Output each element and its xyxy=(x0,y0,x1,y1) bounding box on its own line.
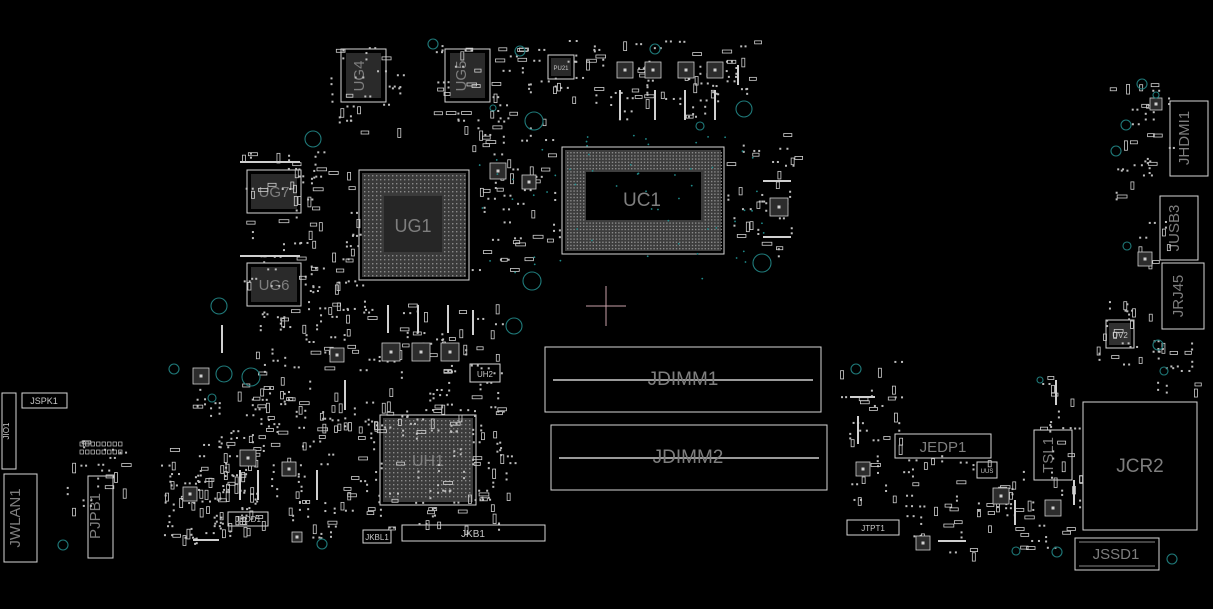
chip-uv2[interactable]: UV2 xyxy=(1105,319,1135,349)
connector-jkb1[interactable]: JKB1 xyxy=(401,524,546,542)
connector-jkbl1[interactable]: JKBL1 xyxy=(362,529,392,544)
slot-jdimm2[interactable]: JDIMM2 xyxy=(550,424,828,491)
connector-jrj45[interactable]: JRJ45 xyxy=(1161,262,1205,330)
chip-ug5[interactable]: UG5 xyxy=(444,48,491,103)
uus-label: UUS xyxy=(981,469,994,475)
chip-tsl1[interactable]: TSL1 xyxy=(1033,429,1073,481)
jrj45-label: JRJ45 xyxy=(1170,275,1187,318)
crosshair-cursor xyxy=(586,286,626,326)
tsl1-label: TSL1 xyxy=(1040,437,1057,473)
chip-uus[interactable]: UUS xyxy=(976,461,998,479)
chip-ug4[interactable]: UG4 xyxy=(340,48,387,103)
chip-ug6[interactable]: UG6 xyxy=(246,262,302,307)
uh2-label: UH2 xyxy=(477,370,494,379)
bga-pads xyxy=(364,175,466,277)
slot-jdimm1[interactable]: JDIMM1 xyxy=(544,346,822,413)
chip-pu21[interactable]: PU21 xyxy=(547,54,575,80)
jwlan1-label: JWLAN1 xyxy=(7,488,24,547)
jdimm2-label: JDIMM2 xyxy=(653,447,724,468)
ug5-label: UG5 xyxy=(453,61,470,92)
jtpt1-label: JTPT1 xyxy=(861,524,885,533)
jdimm1-label: JDIMM1 xyxy=(648,369,719,390)
jkb1-label: JKB1 xyxy=(461,529,485,540)
small-components xyxy=(66,40,1202,562)
connector-jedp1[interactable]: JEDP1 xyxy=(894,433,992,459)
ug1-label: UG1 xyxy=(394,216,431,236)
pu21-label: PU21 xyxy=(553,66,569,72)
jhdmi1-label: JHDMI1 xyxy=(1176,111,1193,165)
chip-uc1[interactable]: UC1 xyxy=(561,146,725,255)
ug6-label: UG6 xyxy=(259,277,290,294)
vias xyxy=(57,38,1178,565)
connector-jhdd1[interactable]: JHDD1 xyxy=(227,511,269,527)
jssd1-label: JSSD1 xyxy=(1093,546,1140,563)
uc1-label: UC1 xyxy=(623,190,661,211)
jcr2-label: JCR2 xyxy=(1116,456,1164,477)
bga-pads xyxy=(567,152,722,250)
connector-jcr2[interactable]: JCR2 xyxy=(1082,401,1198,531)
uh1-label: UH1 xyxy=(412,453,444,470)
chip-uh2[interactable]: UH2 xyxy=(469,363,501,383)
pjpb1-label: PJPB1 xyxy=(87,493,104,539)
connector-jspk1[interactable]: JSPK1 xyxy=(21,392,68,409)
connector-jssd1[interactable]: JSSD1 xyxy=(1074,537,1160,571)
connector-jusb3[interactable]: JUSB3 xyxy=(1159,195,1199,261)
connector-jtpt1[interactable]: JTPT1 xyxy=(846,519,900,536)
uv2-label: UV2 xyxy=(1112,331,1128,340)
connector-pjpb1[interactable]: PJPB1 xyxy=(87,475,114,559)
connector-jio1[interactable]: JIO1 xyxy=(1,392,17,470)
jusb3-label: JUSB3 xyxy=(1166,205,1183,252)
connector-jwlan1[interactable]: JWLAN1 xyxy=(3,473,38,563)
jhdd1-label: JHDD1 xyxy=(235,515,261,524)
chip-ug7[interactable]: UG7 xyxy=(246,169,302,214)
jkbl1-label: JKBL1 xyxy=(365,533,389,542)
connector-jhdmi1[interactable]: JHDMI1 xyxy=(1169,100,1209,177)
jedp1-label: JEDP1 xyxy=(920,439,967,456)
ug4-label: UG4 xyxy=(351,61,368,92)
jspk1-label: JSPK1 xyxy=(30,396,58,406)
jio1-label: JIO1 xyxy=(2,422,11,439)
